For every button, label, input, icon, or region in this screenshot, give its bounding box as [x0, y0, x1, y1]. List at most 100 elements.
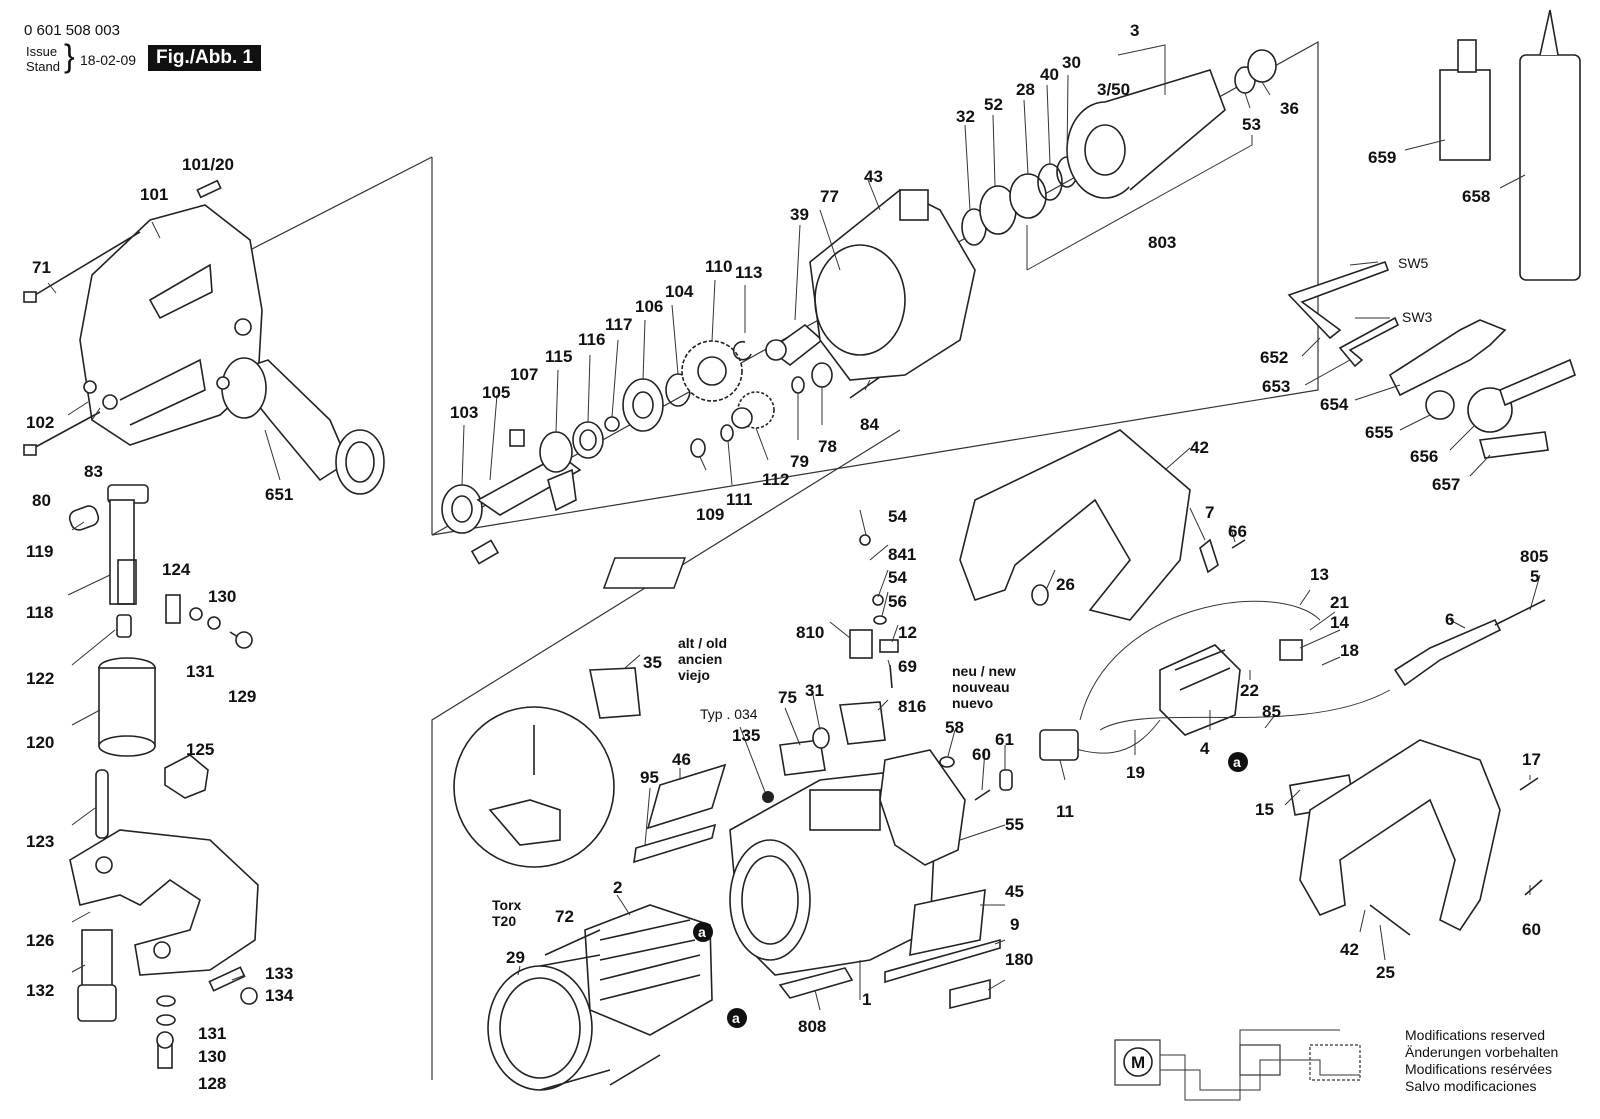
document-number: 0 601 508 003 [24, 22, 120, 39]
part-label: 14 [1330, 613, 1349, 632]
field-2 [584, 904, 713, 1036]
part-label: 130 [198, 1047, 226, 1066]
part-label: 12 [898, 623, 917, 642]
bearing-78 [811, 362, 833, 388]
part-label: 119 [26, 542, 53, 561]
bearing-plate-55 [879, 749, 966, 866]
clip-7 [1199, 538, 1219, 574]
ring-655 [1425, 390, 1455, 420]
part-label: 654 [1320, 395, 1349, 414]
part-label: 120 [26, 733, 54, 752]
handle-cover-42b [1299, 739, 1501, 932]
part-label: 109 [696, 505, 724, 524]
bearing-103 [441, 484, 483, 534]
part-label: 125 [186, 740, 214, 759]
part-label: 131 [186, 662, 214, 681]
bracket-803 [1026, 135, 1253, 271]
part-label: 816 [898, 697, 926, 716]
detail-inset [453, 706, 615, 868]
key-125 [164, 754, 209, 799]
gear-112 [731, 391, 775, 429]
lockwasher-130b [156, 1014, 176, 1026]
brush-holder-35 [589, 667, 641, 719]
part-label: 658 [1462, 187, 1490, 206]
part-label: 66 [1228, 522, 1247, 541]
part-label: 43 [864, 167, 883, 186]
bracket-3 [1117, 44, 1166, 95]
label-46 [646, 763, 727, 830]
part-label: 83 [84, 462, 103, 481]
part-label: 9 [1010, 915, 1019, 934]
part-label: 106 [635, 297, 663, 316]
note-neu-new-3: nuevo [952, 695, 993, 711]
cable-5 [1494, 599, 1546, 626]
part-label: 53 [1242, 115, 1261, 134]
pin-119 [68, 505, 100, 531]
part-label: 79 [790, 452, 809, 471]
issue-brace: } [64, 38, 75, 74]
note-alt-old-2: ancien [678, 651, 722, 667]
wiring-diagram [1114, 1029, 1361, 1101]
part-label: 58 [945, 718, 964, 737]
screw-25 [1369, 904, 1411, 936]
modifications-es: Salvo modificaciones [1405, 1078, 1537, 1094]
handle-cover-42 [959, 429, 1191, 621]
part-label: 55 [1005, 815, 1024, 834]
needle-bearing-116 [572, 421, 604, 459]
plate-841 [602, 557, 686, 589]
part-label: 118 [26, 603, 53, 622]
pin-101-20 [196, 179, 222, 199]
part-label: 2 [613, 878, 622, 897]
part-labels: 71 101 101/20 102 80 83 651 119 118 124 … [26, 21, 1548, 1093]
callout-a-1-text: a [698, 924, 706, 940]
figure-label: Fig./Abb. 1 [148, 45, 262, 71]
ball-135 [762, 791, 774, 803]
part-label: 122 [26, 669, 54, 688]
part-label: 31 [805, 681, 824, 700]
setscrew-122 [116, 614, 132, 638]
part-label: 102 [26, 413, 54, 432]
part-label: 60 [972, 745, 991, 764]
part-label: 112 [762, 470, 789, 489]
part-label: 124 [162, 560, 191, 579]
lockwasher-130 [207, 616, 221, 630]
screw-54b [872, 594, 884, 606]
grease-cartridge-658 [1519, 9, 1581, 281]
screw-71 [23, 231, 141, 303]
circlip-117 [604, 416, 620, 432]
part-label: SW3 [1402, 309, 1433, 325]
head-housing-101 [79, 204, 263, 446]
note-torx-2: T20 [492, 913, 516, 929]
gear-housing-43 [809, 189, 976, 381]
part-label: 71 [32, 258, 51, 277]
part-label: 117 [605, 315, 632, 334]
motor-section-frame [431, 429, 901, 1080]
part-label: 180 [1005, 950, 1033, 969]
armature-3 [1066, 69, 1226, 199]
note-torx-1: Torx [492, 897, 522, 913]
part-label: 26 [1056, 575, 1075, 594]
note-typ: Typ . 034 [700, 706, 758, 722]
part-label: 810 [796, 623, 824, 642]
part-label: 56 [888, 592, 907, 611]
part-label: 25 [1376, 963, 1395, 982]
part-label: 84 [860, 415, 879, 434]
punch-guide-120 [98, 657, 156, 757]
modifications-notice: Modifications reserved Änderungen vorbeh… [1405, 1027, 1558, 1095]
part-label: 841 [888, 545, 916, 564]
part-label: 69 [898, 657, 917, 676]
callout-a-3-text: a [1233, 754, 1241, 770]
part-label: 123 [26, 832, 54, 851]
part-label: 72 [555, 907, 574, 926]
part-label: 78 [818, 437, 837, 456]
part-label: 46 [672, 750, 691, 769]
screw-72 [544, 929, 601, 956]
issue-date: 18-02-09 [80, 52, 137, 68]
part-label: 103 [450, 403, 478, 422]
key-set-656 [1467, 358, 1576, 433]
callout-a-2-text: a [732, 1010, 740, 1026]
part-label: 129 [228, 687, 256, 706]
issue-label: Issue Stand [26, 44, 60, 74]
part-label: 13 [1310, 565, 1329, 584]
